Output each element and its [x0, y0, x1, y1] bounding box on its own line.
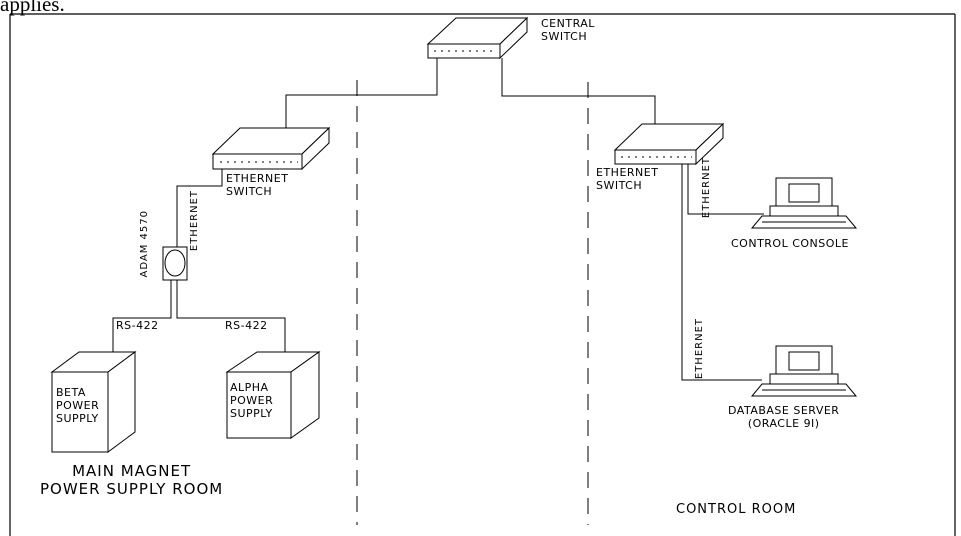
database-server-computer-icon: [750, 345, 858, 397]
ethernet-label-left: ETHERNET: [189, 190, 200, 252]
left-ethernet-switch-icon: [211, 126, 331, 171]
control-room-label: CONTROL ROOM: [676, 502, 797, 517]
ethernet-label-database: ETHERNET: [694, 318, 705, 380]
left-links: [112, 169, 286, 373]
adam-4570-converter-icon: [162, 246, 188, 281]
alpha-power-supply-icon: [225, 351, 321, 439]
rs422-label-beta: RS-422: [116, 319, 159, 332]
rs422-label-alpha: RS-422: [225, 319, 268, 332]
central-switch-icon: [426, 16, 529, 60]
backbone-links: [285, 58, 656, 128]
database-server-label: DATABASE SERVER(ORACLE 9I): [728, 404, 840, 431]
adam-4570-label: ADAM 4570: [139, 210, 150, 278]
right-links: [681, 164, 764, 381]
beta-power-supply-icon: [50, 351, 137, 453]
caption-fragment: applies.: [0, 0, 65, 16]
control-console-label: CONTROL CONSOLE: [731, 237, 849, 250]
control-console-computer-icon: [750, 177, 858, 229]
right-ethernet-switch-icon: [613, 122, 725, 166]
ethernet-label-console: ETHERNET: [701, 157, 712, 219]
